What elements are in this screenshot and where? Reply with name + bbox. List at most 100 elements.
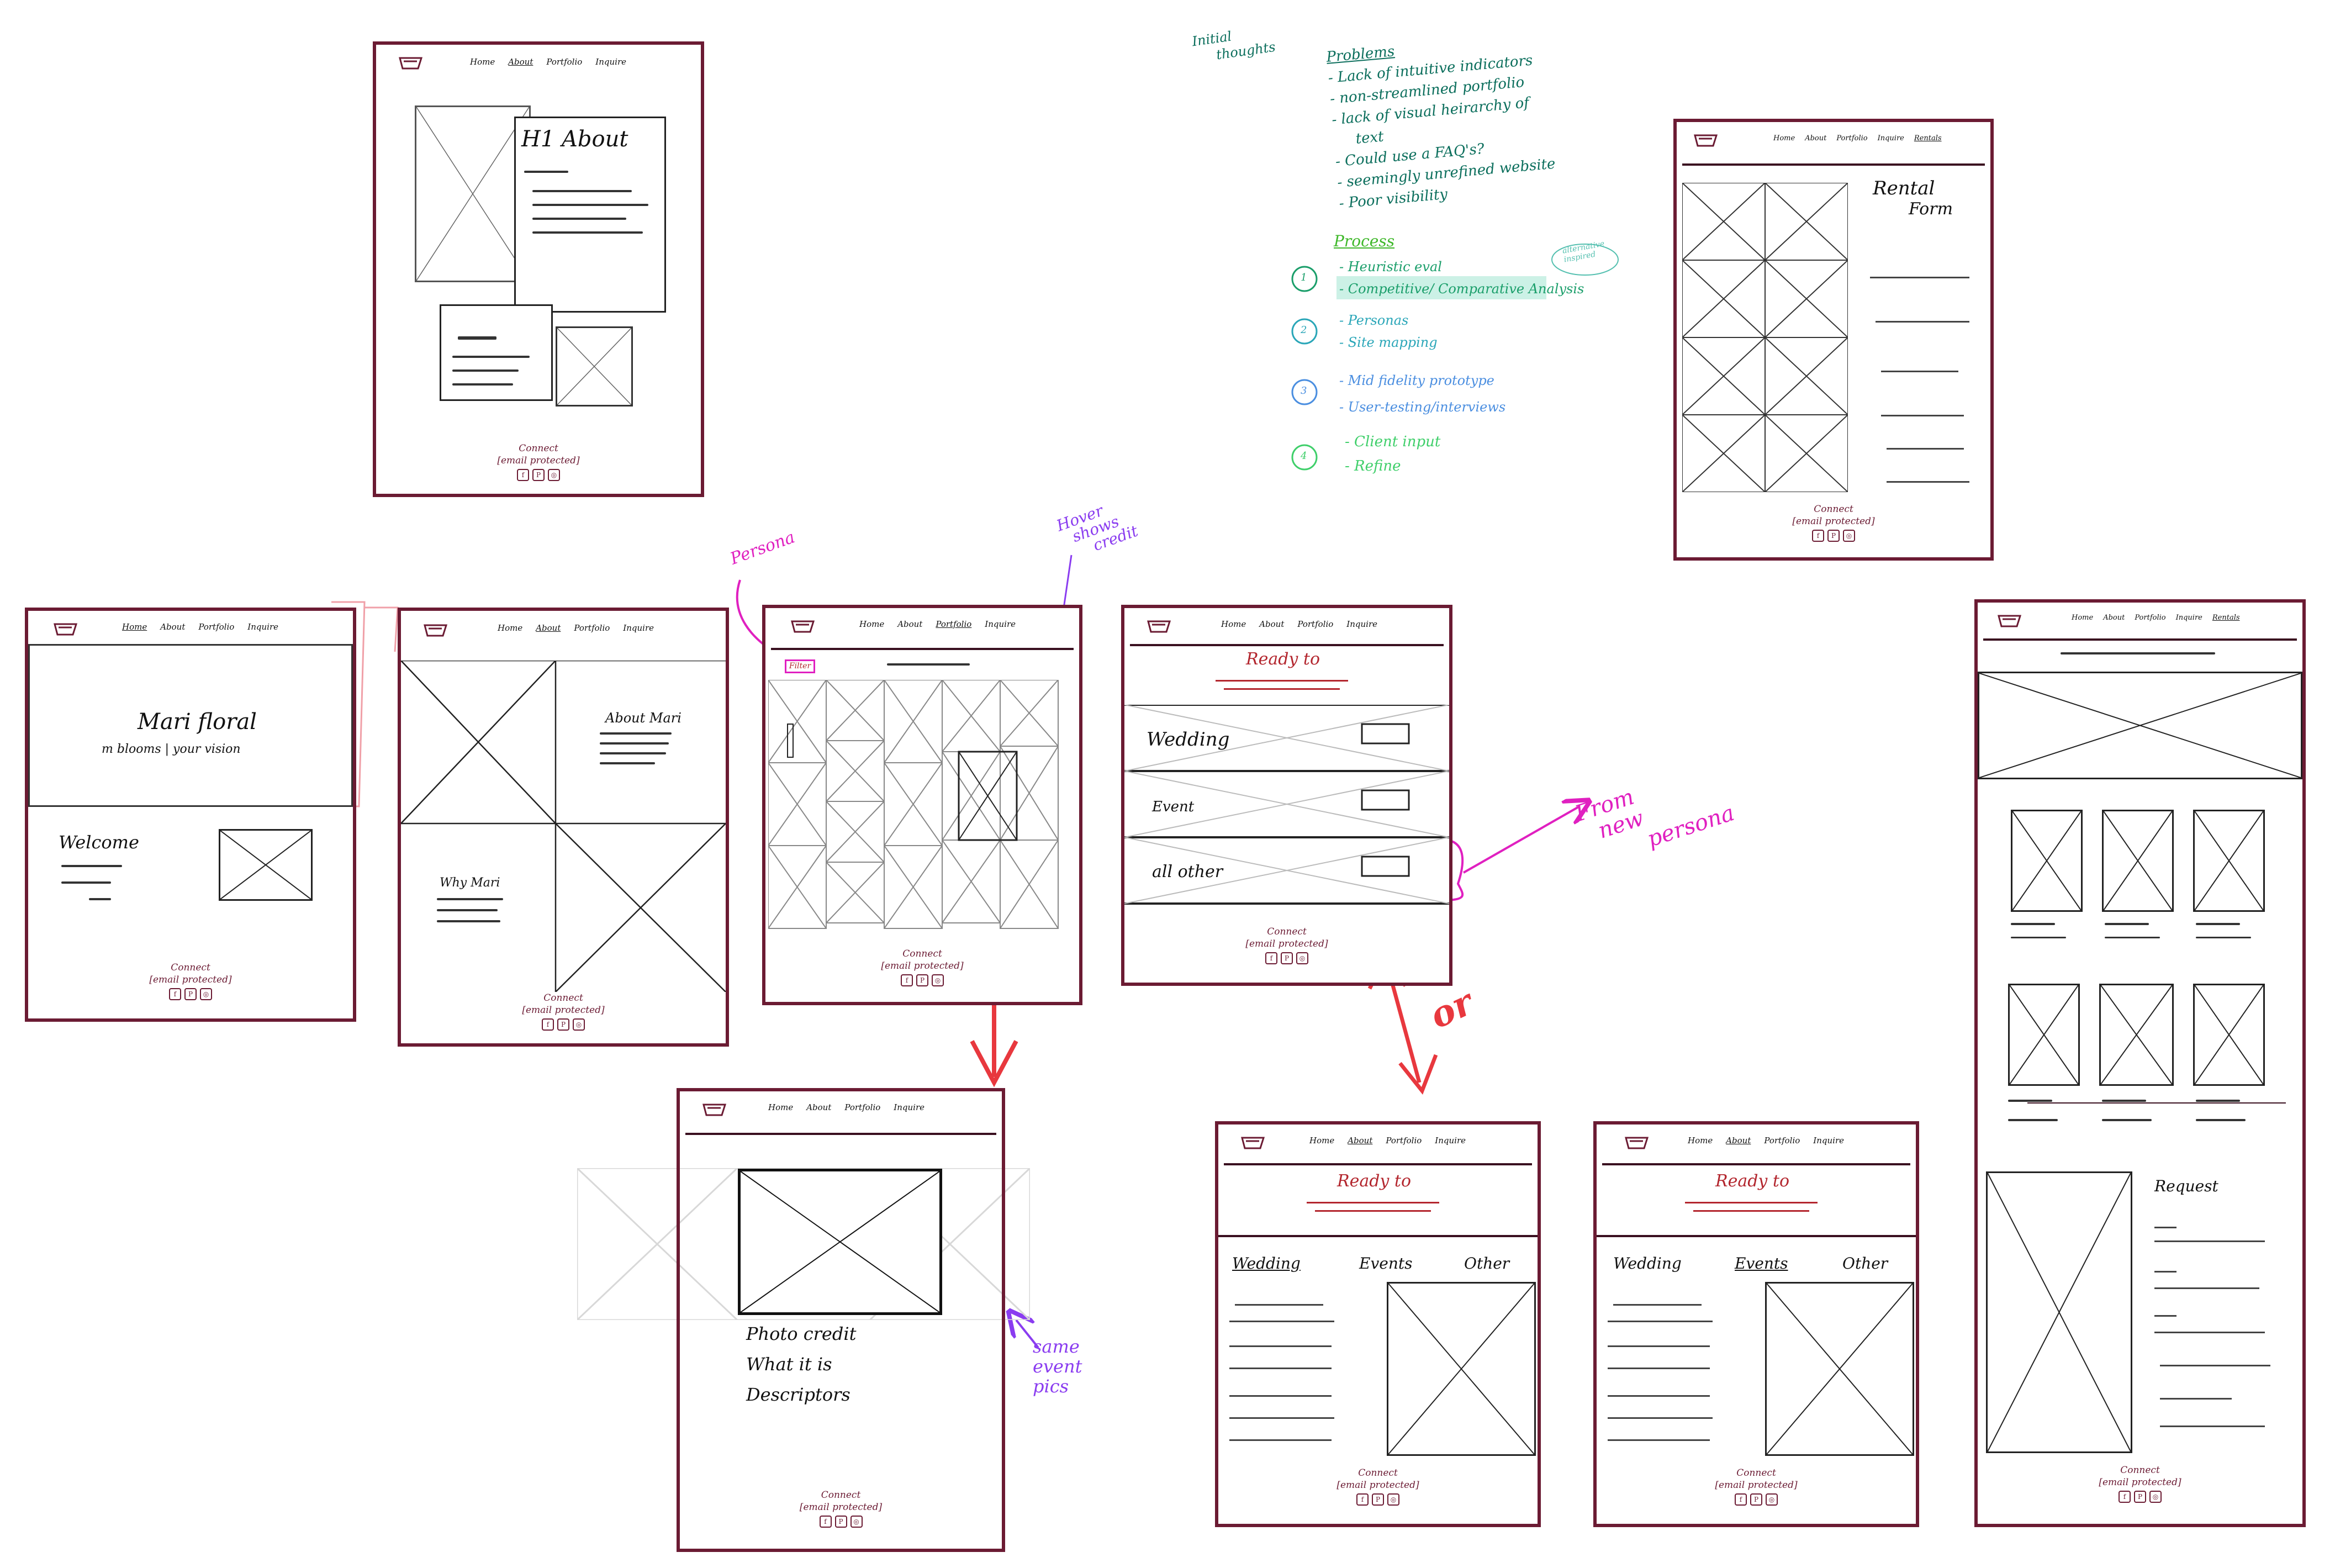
- nav-home[interactable]: Home: [768, 1102, 794, 1112]
- rental-long-wireframe: Home About Portfolio Inquire Rentals Req…: [1974, 599, 2306, 1527]
- footer-email[interactable]: [email protected]: [1715, 1480, 1798, 1491]
- nav-inquire[interactable]: Inquire: [595, 57, 626, 67]
- nav-about[interactable]: About: [508, 57, 533, 67]
- facebook-icon[interactable]: f: [542, 1018, 554, 1031]
- nav-portfolio[interactable]: Portfolio: [2135, 614, 2166, 622]
- instagram-icon[interactable]: ◎: [1766, 1493, 1778, 1506]
- nav-portfolio[interactable]: Portfolio: [198, 622, 235, 632]
- tab-other[interactable]: Other: [1464, 1254, 1510, 1273]
- pinterest-icon[interactable]: P: [557, 1018, 569, 1031]
- instagram-icon[interactable]: ◎: [1296, 952, 1308, 964]
- instagram-icon[interactable]: ◎: [932, 974, 944, 986]
- footer-email[interactable]: [email protected]: [497, 455, 580, 466]
- facebook-icon[interactable]: f: [517, 469, 529, 481]
- nav-about[interactable]: About: [806, 1102, 832, 1112]
- instagram-icon[interactable]: ◎: [1843, 530, 1855, 542]
- pinterest-icon[interactable]: P: [916, 974, 928, 986]
- nav-home[interactable]: Home: [859, 619, 885, 629]
- nav-home[interactable]: Home: [1773, 134, 1795, 142]
- footer-email[interactable]: [email protected]: [149, 974, 232, 985]
- nav-inquire[interactable]: Inquire: [623, 623, 654, 633]
- facebook-icon[interactable]: f: [1812, 530, 1824, 542]
- instagram-icon[interactable]: ◎: [573, 1018, 585, 1031]
- nav-portfolio[interactable]: Portfolio: [844, 1102, 881, 1112]
- facebook-icon[interactable]: f: [1735, 1493, 1747, 1506]
- footer-email[interactable]: [email protected]: [799, 1502, 883, 1513]
- nav-portfolio[interactable]: Portfolio: [1836, 134, 1868, 142]
- nav-inquire[interactable]: Inquire: [1346, 619, 1377, 629]
- pinterest-icon[interactable]: P: [532, 469, 545, 481]
- nav-inquire[interactable]: Inquire: [1877, 134, 1904, 142]
- tab-wedding[interactable]: Wedding: [1232, 1254, 1301, 1273]
- nav-about[interactable]: About: [1348, 1136, 1373, 1145]
- nav-rentals[interactable]: Rentals: [1914, 134, 1942, 142]
- nav-portfolio[interactable]: Portfolio: [1764, 1136, 1800, 1145]
- pinterest-icon[interactable]: P: [1281, 952, 1293, 964]
- facebook-icon[interactable]: f: [1356, 1493, 1369, 1506]
- nav-inquire[interactable]: Inquire: [1813, 1136, 1844, 1145]
- nav-home[interactable]: Home: [2072, 614, 2094, 622]
- about-page-wireframe: Home About Portfolio Inquire H1 About Co…: [373, 41, 704, 497]
- nav-inquire[interactable]: Inquire: [247, 622, 278, 632]
- facebook-icon[interactable]: f: [819, 1516, 832, 1528]
- nav-home[interactable]: Home: [122, 622, 147, 632]
- tab-events[interactable]: Events: [1735, 1254, 1788, 1273]
- nav-portfolio[interactable]: Portfolio: [936, 619, 972, 629]
- tab-events[interactable]: Events: [1359, 1254, 1413, 1273]
- tab-wedding[interactable]: Wedding: [1613, 1254, 1682, 1273]
- nav-home[interactable]: Home: [470, 57, 495, 67]
- nav-about[interactable]: About: [2103, 614, 2125, 622]
- footer-email[interactable]: [email protected]: [1245, 938, 1328, 949]
- nav-inquire[interactable]: Inquire: [985, 619, 1016, 629]
- facebook-icon[interactable]: f: [1265, 952, 1277, 964]
- tab-other[interactable]: Other: [1842, 1254, 1888, 1273]
- pinterest-icon[interactable]: P: [1372, 1493, 1384, 1506]
- footer-email[interactable]: [email protected]: [1792, 516, 1875, 527]
- instagram-icon[interactable]: ◎: [2149, 1491, 2162, 1503]
- social-icons: f P ◎: [1677, 530, 1990, 542]
- footer-connect: Connect: [171, 962, 210, 973]
- nav-inquire[interactable]: Inquire: [894, 1102, 925, 1112]
- nav-rentals[interactable]: Rentals: [2212, 614, 2240, 622]
- pinterest-icon[interactable]: P: [1827, 530, 1840, 542]
- nav-home[interactable]: Home: [1221, 619, 1246, 629]
- nav-about[interactable]: About: [1805, 134, 1827, 142]
- facebook-icon[interactable]: f: [901, 974, 913, 986]
- nav-about[interactable]: About: [897, 619, 923, 629]
- nav-portfolio[interactable]: Portfolio: [574, 623, 610, 633]
- nav-about[interactable]: About: [1726, 1136, 1751, 1145]
- nav-portfolio[interactable]: Portfolio: [1386, 1136, 1422, 1145]
- nav-about[interactable]: About: [160, 622, 186, 632]
- from-new-persona-arrow: [1463, 806, 1579, 874]
- nav-portfolio[interactable]: Portfolio: [1297, 619, 1334, 629]
- nav-home[interactable]: Home: [498, 623, 523, 633]
- nav-portfolio[interactable]: Portfolio: [546, 57, 583, 67]
- pinterest-icon[interactable]: P: [2134, 1491, 2146, 1503]
- nav-about[interactable]: About: [536, 623, 561, 633]
- instagram-icon[interactable]: ◎: [200, 988, 212, 1000]
- filter-button[interactable]: Filter: [785, 659, 815, 673]
- pinterest-icon[interactable]: P: [1750, 1493, 1762, 1506]
- facebook-icon[interactable]: f: [169, 988, 181, 1000]
- inquire-tabs-wireframe-2: Home About Portfolio Inquire Ready to We…: [1593, 1121, 1919, 1527]
- nav-inquire[interactable]: Inquire: [1435, 1136, 1466, 1145]
- row-all-other[interactable]: all other: [1152, 862, 1223, 881]
- instagram-icon[interactable]: ◎: [1387, 1493, 1399, 1506]
- instagram-icon[interactable]: ◎: [548, 469, 560, 481]
- image-placeholder: [556, 326, 633, 406]
- footer-email[interactable]: [email protected]: [2099, 1477, 2181, 1488]
- nav-home[interactable]: Home: [1688, 1136, 1713, 1145]
- row-event[interactable]: Event: [1152, 799, 1195, 815]
- filter-label: Filter: [789, 662, 811, 671]
- pinterest-icon[interactable]: P: [184, 988, 197, 1000]
- footer-email[interactable]: [email protected]: [522, 1005, 605, 1016]
- pinterest-icon[interactable]: P: [834, 1516, 847, 1528]
- footer-email[interactable]: [email protected]: [881, 960, 964, 972]
- footer-email[interactable]: [email protected]: [1336, 1480, 1419, 1491]
- nav-home[interactable]: Home: [1309, 1136, 1335, 1145]
- row-wedding[interactable]: Wedding: [1147, 728, 1230, 751]
- facebook-icon[interactable]: f: [2119, 1491, 2131, 1503]
- nav-about[interactable]: About: [1259, 619, 1285, 629]
- instagram-icon[interactable]: ◎: [850, 1516, 863, 1528]
- nav-inquire[interactable]: Inquire: [2175, 614, 2202, 622]
